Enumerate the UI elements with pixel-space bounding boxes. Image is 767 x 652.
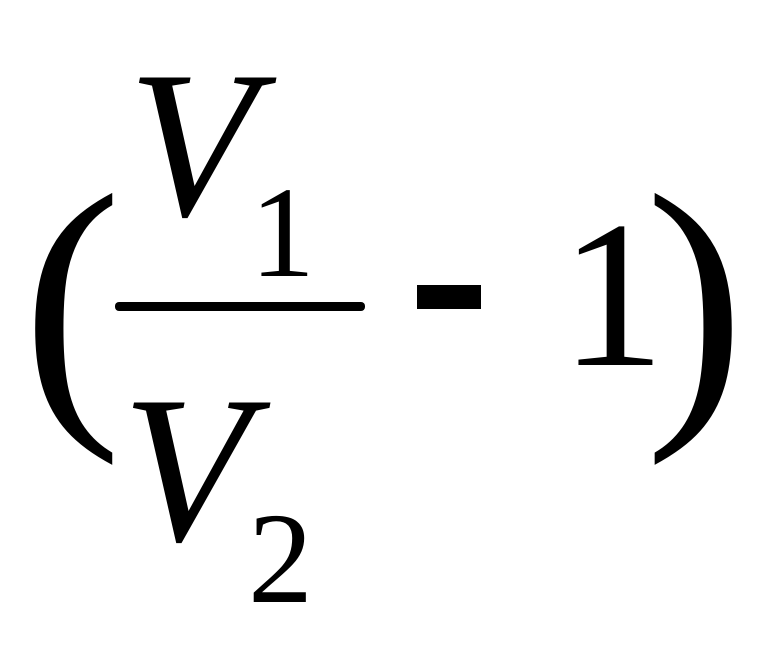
minus-operator-text: - xyxy=(417,285,418,286)
numerator-variable: V xyxy=(128,29,257,261)
denominator-variable: V xyxy=(122,354,251,586)
numerator-subscript: 1 xyxy=(250,161,315,305)
constant-one: 1 xyxy=(560,179,665,411)
denominator-subscript: 2 xyxy=(248,487,313,631)
right-parenthesis: ) xyxy=(645,134,745,466)
left-parenthesis: ( xyxy=(22,134,122,466)
fraction-bar xyxy=(115,302,365,311)
minus-operator: - xyxy=(417,285,481,309)
